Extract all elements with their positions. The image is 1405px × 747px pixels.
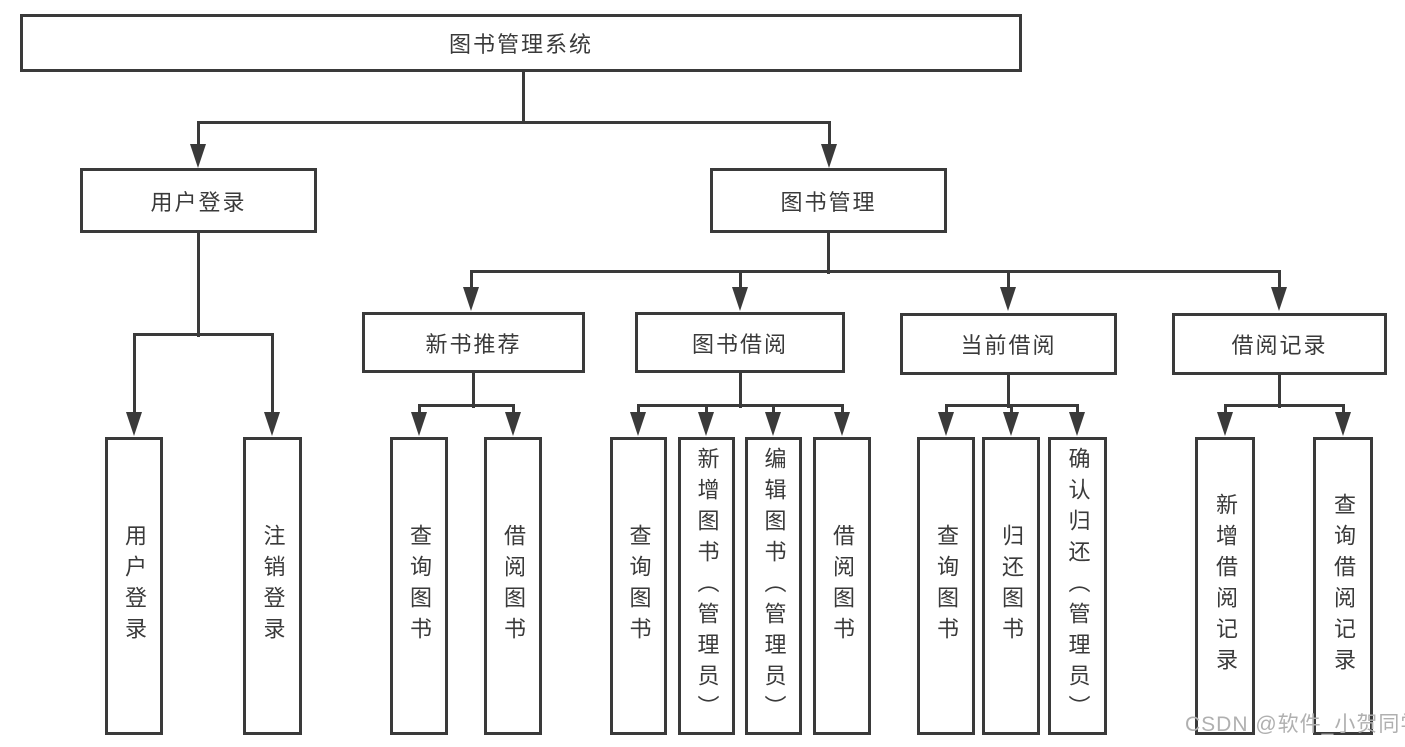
node-root: 图书管理系统	[20, 14, 1022, 72]
arrowhead-down-icon	[630, 412, 646, 436]
arrow-shaft	[1342, 405, 1345, 412]
node-book-mgmt: 图书管理	[710, 168, 947, 233]
arrow-shaft	[1010, 405, 1013, 412]
arrowhead-down-icon	[505, 412, 521, 436]
arrow-shaft	[828, 122, 831, 144]
arrow-shaft	[637, 405, 640, 412]
node-label: 查询图书	[626, 524, 652, 648]
node-leaf-query-book-1: 查询图书	[390, 437, 448, 735]
node-label: 图书管理	[780, 189, 877, 215]
connector-stub	[739, 373, 742, 408]
arrow-shaft	[418, 405, 421, 412]
node-leaf-add-book: 新增图书（管理员）	[678, 437, 735, 735]
arrow-shaft	[1278, 271, 1281, 287]
arrowhead-down-icon	[126, 412, 142, 436]
node-leaf-borrow-book-2: 借阅图书	[813, 437, 871, 735]
arrowhead-down-icon	[765, 412, 781, 436]
arrowhead-down-icon	[264, 412, 280, 436]
connector-stub	[522, 72, 525, 123]
arrowhead-down-icon	[1069, 412, 1085, 436]
node-label: 查询图书	[934, 524, 959, 648]
arrow-shaft	[739, 271, 742, 287]
node-borrow-records: 借阅记录	[1172, 313, 1387, 375]
arrowhead-down-icon	[698, 412, 714, 436]
connector-stub	[827, 233, 830, 274]
connector-stub	[472, 373, 475, 408]
node-current-borrow: 当前借阅	[900, 313, 1117, 375]
node-label: 借阅图书	[501, 524, 526, 648]
arrowhead-down-icon	[190, 144, 206, 168]
node-label: 确认归还（管理员）	[1065, 446, 1091, 726]
connector-bar	[197, 121, 831, 124]
node-label: 新增图书（管理员）	[694, 446, 720, 726]
arrow-shaft	[1076, 405, 1079, 412]
node-label: 借阅记录	[1231, 333, 1328, 358]
connector-bar	[637, 404, 844, 407]
connector-stub	[1007, 375, 1010, 408]
arrow-shaft	[133, 334, 136, 412]
node-label: 用户登录	[122, 524, 147, 648]
connector-bar	[418, 404, 515, 407]
node-new-book-rec: 新书推荐	[362, 312, 585, 373]
arrow-shaft	[841, 405, 844, 412]
node-label: 查询图书	[407, 524, 432, 648]
node-label: 注销登录	[260, 524, 286, 648]
node-label: 查询借阅记录	[1331, 493, 1356, 679]
arrowhead-down-icon	[463, 287, 479, 311]
arrowhead-down-icon	[1003, 412, 1019, 436]
arrowhead-down-icon	[821, 144, 837, 168]
node-leaf-query-book-3: 查询图书	[917, 437, 975, 735]
node-label: 新书推荐	[425, 331, 522, 357]
connector-bar	[1224, 404, 1345, 407]
node-leaf-query-record: 查询借阅记录	[1313, 437, 1373, 735]
node-label: 新增借阅记录	[1213, 493, 1238, 679]
node-leaf-user-login: 用户登录	[105, 437, 163, 735]
node-leaf-query-book-2: 查询图书	[610, 437, 667, 735]
node-leaf-add-record: 新增借阅记录	[1195, 437, 1255, 735]
arrow-shaft	[470, 271, 473, 287]
node-leaf-return-book: 归还图书	[982, 437, 1040, 735]
connector-stub	[197, 233, 200, 337]
arrow-shaft	[1007, 271, 1010, 287]
csdn-watermark: CSDN @软件_小贺同学	[1185, 713, 1405, 736]
arrowhead-down-icon	[732, 287, 748, 311]
node-label: 用户登录	[150, 189, 247, 215]
node-book-borrow: 图书借阅	[635, 312, 845, 373]
node-label: 图书管理系统	[448, 32, 593, 57]
arrow-shaft	[945, 405, 948, 412]
connector-stub	[1278, 375, 1281, 408]
node-label: 当前借阅	[960, 333, 1057, 358]
connector-bar	[133, 333, 274, 336]
arrowhead-down-icon	[1000, 287, 1016, 311]
node-leaf-logout: 注销登录	[243, 437, 302, 735]
arrowhead-down-icon	[1271, 287, 1287, 311]
node-label: 编辑图书（管理员）	[761, 446, 787, 726]
node-label: 归还图书	[999, 524, 1024, 648]
arrowhead-down-icon	[834, 412, 850, 436]
arrow-shaft	[512, 405, 515, 412]
node-leaf-confirm-return: 确认归还（管理员）	[1048, 437, 1107, 735]
arrowhead-down-icon	[411, 412, 427, 436]
arrow-shaft	[772, 405, 775, 412]
arrowhead-down-icon	[1217, 412, 1233, 436]
connector-bar	[470, 270, 1281, 273]
arrowhead-down-icon	[1335, 412, 1351, 436]
node-leaf-edit-book: 编辑图书（管理员）	[745, 437, 802, 735]
arrow-shaft	[1224, 405, 1227, 412]
arrowhead-down-icon	[938, 412, 954, 436]
arrow-shaft	[197, 122, 200, 144]
node-label: 图书借阅	[691, 331, 788, 357]
node-user-login: 用户登录	[80, 168, 317, 233]
node-label: 借阅图书	[830, 524, 855, 648]
arrow-shaft	[271, 334, 274, 412]
node-leaf-borrow-book-1: 借阅图书	[484, 437, 542, 735]
arrow-shaft	[705, 405, 708, 412]
